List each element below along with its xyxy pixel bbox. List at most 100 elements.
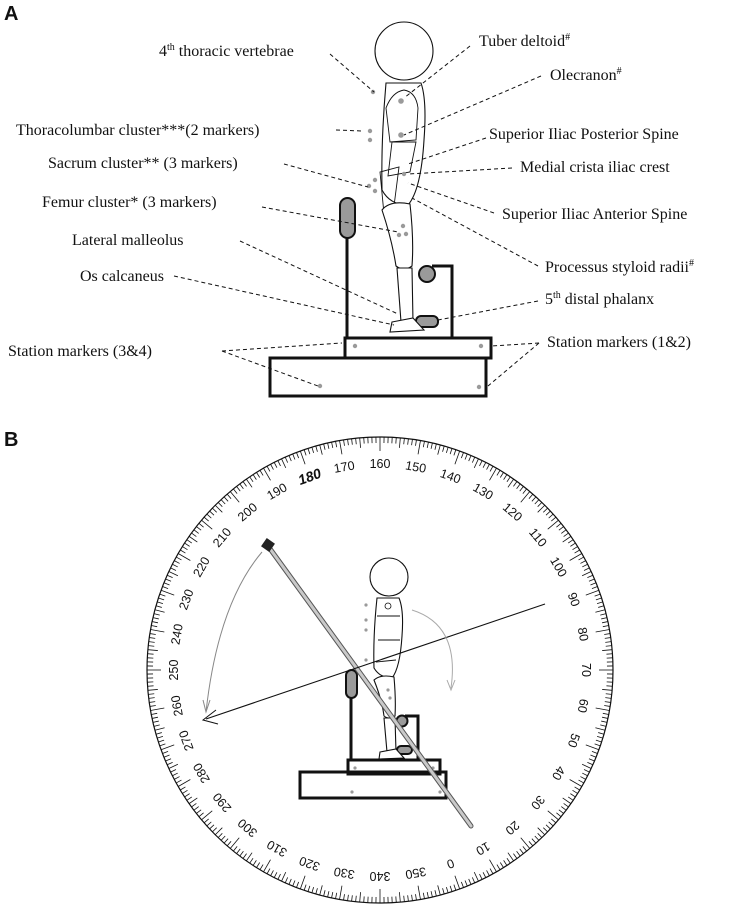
degree-label: 190 (264, 480, 289, 503)
protractor-tick (153, 613, 160, 616)
degree-label: 330 (333, 864, 356, 881)
station-base-upper (343, 336, 493, 360)
label-thoracolumbar-cluster: Thoracolumbar cluster***(2 markers) (16, 122, 259, 139)
hand-holder-ball (418, 265, 436, 283)
protractor-tick (160, 589, 175, 596)
protractor-tick (604, 701, 611, 703)
protractor-tick (209, 510, 215, 516)
protractor-tick (233, 488, 238, 494)
protractor-tick (292, 880, 296, 887)
degree-label: 90 (565, 591, 583, 609)
protractor-tick (281, 458, 287, 469)
protractor-tick (236, 848, 241, 854)
protractor-tick (496, 470, 501, 476)
protractor-tick (537, 827, 546, 836)
protractor-tick (570, 793, 576, 798)
protractor-tick (148, 641, 155, 643)
protractor-tick (193, 806, 199, 811)
protractor-tick (184, 542, 190, 547)
protractor-tick (335, 892, 338, 899)
protractor-tick (174, 776, 180, 780)
protractor-tick (259, 864, 264, 870)
protractor-tick (147, 649, 158, 651)
protractor-tick (239, 483, 244, 489)
protractor-tick (585, 589, 600, 596)
protractor-tick (172, 772, 178, 777)
protractor-tick (531, 838, 537, 844)
protractor-tick (417, 885, 421, 900)
skin-markers (317, 89, 484, 390)
protractor-tick (569, 779, 582, 787)
sacrum-dot-2 (372, 188, 378, 194)
protractor-tick (331, 891, 334, 898)
label-femur-cluster: Femur cluster* (3 markers) (42, 194, 217, 211)
protractor-tick (534, 499, 540, 505)
panel-a-letter: A (4, 3, 18, 25)
protractor-tick (159, 743, 166, 747)
protractor-tick (359, 892, 361, 903)
protractor-tick (430, 442, 433, 449)
label-superior-iliac-posterior-spine: Superior Iliac Posterior Spine (489, 126, 679, 143)
protractor-tick (154, 727, 165, 731)
panel-b-measurement (201, 538, 546, 829)
protractor-tick (151, 625, 158, 628)
protractor-tick (160, 744, 175, 751)
protractor-tick (355, 895, 357, 902)
protractor-tick (453, 449, 457, 456)
protractor-tick (220, 499, 226, 505)
protractor-tick (519, 486, 524, 492)
protractor-tick (172, 563, 178, 568)
protractor-tick (270, 870, 274, 876)
protractor-tick (574, 549, 580, 554)
protractor-tick (442, 888, 445, 895)
foot (389, 317, 426, 333)
protractor-tick (311, 447, 315, 454)
protractor-tick (489, 468, 497, 481)
protractor-tick (562, 797, 572, 804)
protractor-tick (595, 707, 610, 711)
protractor-tick (196, 526, 202, 531)
protractor-tick (319, 444, 323, 455)
protractor-tick (162, 586, 169, 590)
protractor-tick (580, 560, 586, 564)
station-marker-2 (476, 384, 482, 390)
protractor-tick (572, 546, 578, 551)
degree-label: 280 (190, 760, 213, 785)
protractor-tick (220, 835, 226, 841)
panel-a-subject (268, 21, 493, 398)
panel-b-subject (298, 557, 448, 800)
tuber-deltoid-dot (398, 98, 404, 104)
label-medial-crista-iliac-crest: Medial crista iliac crest (520, 159, 670, 176)
protractor-tick (223, 496, 229, 502)
degree-label: 220 (190, 554, 213, 579)
protractor-tick (233, 846, 238, 852)
protractor-tick (581, 571, 592, 577)
protractor-tick (561, 806, 567, 811)
protractor-tick (434, 443, 437, 450)
protractor-tick (201, 519, 213, 530)
protractor-tick (595, 739, 602, 743)
label-station-markers-3-4: Station markers (3&4) (8, 343, 152, 360)
label-lateral-malleolus: Lateral malleolus (72, 232, 184, 249)
protractor-tick (595, 727, 606, 731)
protractor-tick (602, 712, 609, 715)
protractor-tick (594, 593, 601, 597)
sacrum-dot-1 (366, 183, 372, 189)
protractor-tick (170, 769, 177, 773)
protractor-tick (214, 504, 223, 513)
protractor-tick (266, 466, 271, 472)
protractor-tick (537, 833, 543, 838)
protractor-tick (537, 504, 546, 513)
protractor-tick (513, 853, 518, 859)
degree-label: 170 (333, 458, 356, 475)
protractor-tick (242, 853, 247, 859)
protractor-tick (152, 720, 159, 723)
protractor-tick (604, 637, 611, 639)
degree-label: 160 (370, 457, 391, 471)
protractor-tick (479, 873, 483, 880)
protractor-tick (519, 848, 524, 854)
protractor-tick (601, 720, 608, 723)
protractor-tick (537, 502, 543, 507)
protractor-tick (281, 871, 287, 882)
protractor-tick (506, 476, 511, 483)
